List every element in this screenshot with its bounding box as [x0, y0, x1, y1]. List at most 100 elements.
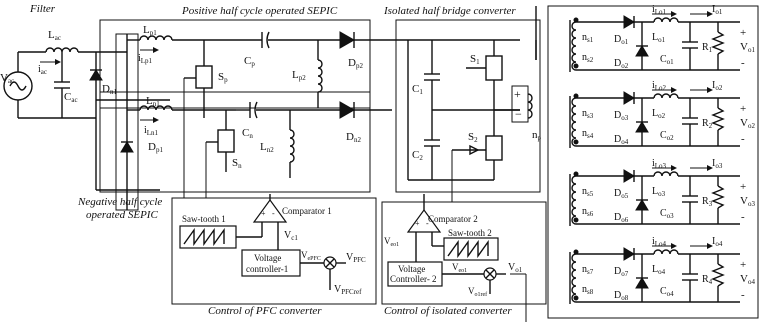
lo2-label: Lo2 [652, 108, 666, 120]
isolated-converter-title: Isolated half bridge converter [383, 5, 516, 17]
svg-text:-: - [426, 219, 429, 228]
lo4-inductor-icon [653, 249, 679, 255]
io1-label: Io1 [712, 4, 723, 16]
lo1-label: Lo1 [652, 32, 666, 44]
secondary-winding-1-icon [571, 21, 577, 71]
ns1-label: ns1 [582, 32, 594, 44]
svg-text:+: + [740, 181, 746, 193]
control-iso-frame [381, 201, 547, 305]
negative-sepic-title-1: Negative half cycle [77, 196, 162, 208]
output-stage-3: ns5 ns6 Do5 Do6 iLo3 Lo3 Io3 Co3 R3 + Vo… [569, 158, 755, 226]
svg-text:+: + [415, 219, 420, 228]
ns5-label: ns5 [582, 186, 594, 198]
ac-source-icon [3, 71, 33, 101]
svg-text:-: - [741, 57, 745, 69]
io4-label: Io4 [712, 236, 723, 248]
ilo1-label: iLo1 [652, 4, 667, 16]
sawtooth-2-icon [447, 239, 489, 259]
co2-label: Co2 [660, 130, 674, 142]
ns3-label: ns3 [582, 108, 594, 120]
comparator-2-icon [406, 208, 442, 233]
veo1-ctrl-label: Veo1 [384, 236, 399, 248]
vpfc-label: VPFC [346, 252, 366, 264]
np-label: np [532, 129, 542, 142]
voltage-controller-1-label-1: Voltage [254, 253, 281, 263]
r4-resistor-icon [711, 263, 725, 287]
r2-resistor-icon [711, 107, 725, 131]
vo1ref-label: Vo1ref [468, 286, 487, 298]
s1-label: S1 [470, 53, 480, 66]
ln1-inductor-icon [139, 105, 173, 111]
vo1-label: Vo1 [740, 41, 755, 54]
ln2-label: Ln2 [260, 141, 274, 154]
do4-label: Do4 [614, 134, 629, 146]
output-stage-1: ns1 ns2 Do1 Do2 iLo1 Lo1 Io1 Co1 R1 + Vo… [569, 4, 755, 72]
voltage-controller-2-label-2: Controller- 2 [390, 274, 437, 284]
vc1-label: Vc1 [284, 230, 298, 242]
lac-label: Lac [48, 29, 61, 42]
dp1-label: Dp1 [148, 141, 163, 154]
co4-label: Co4 [660, 286, 674, 298]
svg-text:-: - [741, 133, 745, 145]
r3-resistor-icon [711, 185, 725, 209]
half-bridge-frame [395, 19, 541, 193]
do2-diode-icon [635, 45, 649, 57]
s1-switch-icon [485, 55, 503, 81]
veo1-label: Veo1 [452, 262, 467, 274]
output-stage-2: ns3 ns4 Do3 Do4 iLo2 Lo2 Io2 Co2 R2 + Vo… [569, 80, 755, 148]
svg-text:-: - [741, 211, 745, 223]
do7-diode-icon [623, 247, 635, 261]
lp1-inductor-icon [139, 35, 173, 41]
r1-label: R1 [702, 42, 713, 54]
lo3-inductor-icon [653, 171, 679, 177]
lo3-label: Lo3 [652, 186, 666, 198]
io3-label: Io3 [712, 158, 723, 170]
primary-winding-icon [527, 93, 533, 119]
ln1-label: Ln1 [146, 95, 160, 108]
do7-label: Do7 [614, 266, 629, 278]
svg-text:+: + [261, 209, 266, 218]
vo1-ctrl-label: Vo1 [508, 262, 523, 274]
lac-inductor-icon [45, 47, 79, 53]
do4-diode-icon [635, 121, 649, 133]
vo4-label: Vo4 [740, 273, 755, 286]
do5-diode-icon [623, 169, 635, 183]
c2-label: C2 [412, 149, 423, 162]
sawtooth-2-label: Saw-tooth 2 [448, 228, 492, 238]
do1-diode-icon [623, 15, 635, 29]
iac-label: iac [38, 64, 47, 76]
s2-label: S2 [468, 131, 478, 144]
comparator-1-icon [252, 198, 288, 223]
do1-label: Do1 [614, 34, 629, 46]
dp1-diode-icon [120, 141, 134, 153]
do6-label: Do6 [614, 212, 629, 224]
rect-diode-icon [89, 69, 103, 81]
io2-label: Io2 [712, 80, 723, 92]
ilp1-label: iLp1 [138, 53, 153, 65]
sp-switch-icon [195, 65, 213, 89]
r4-label: R4 [702, 274, 713, 286]
svg-text:+: + [740, 27, 746, 39]
sn-label: Sn [232, 157, 242, 170]
r3-label: R3 [702, 196, 713, 208]
do8-diode-icon [635, 277, 649, 289]
dn2-label: Dn2 [346, 131, 361, 144]
negative-sepic-frame [99, 91, 371, 193]
ilo4-label: iLo4 [652, 236, 667, 248]
dn1-label: Dn1 [102, 83, 117, 96]
sawtooth-1-icon [183, 227, 225, 247]
ns6-label: ns6 [582, 206, 594, 218]
secondary-winding-3-icon [571, 175, 577, 225]
cp-label: Cp [244, 55, 255, 68]
co3-label: Co3 [660, 208, 674, 220]
do8-label: Do8 [614, 290, 629, 302]
vo2-label: Vo2 [740, 117, 755, 130]
lo2-inductor-icon [653, 93, 679, 99]
output-stage-4: ns7 ns8 Do7 Do8 iLo4 Lo4 Io4 Co4 R4 + Vo… [569, 236, 755, 304]
sp-label: Sp [218, 71, 228, 84]
control-isolated-title: Control of isolated converter [384, 305, 512, 317]
vpfcref-label: VPFCref [334, 284, 362, 296]
filter-title: Filter [29, 3, 56, 15]
voltage-controller-2-label-1: Voltage [398, 264, 425, 274]
